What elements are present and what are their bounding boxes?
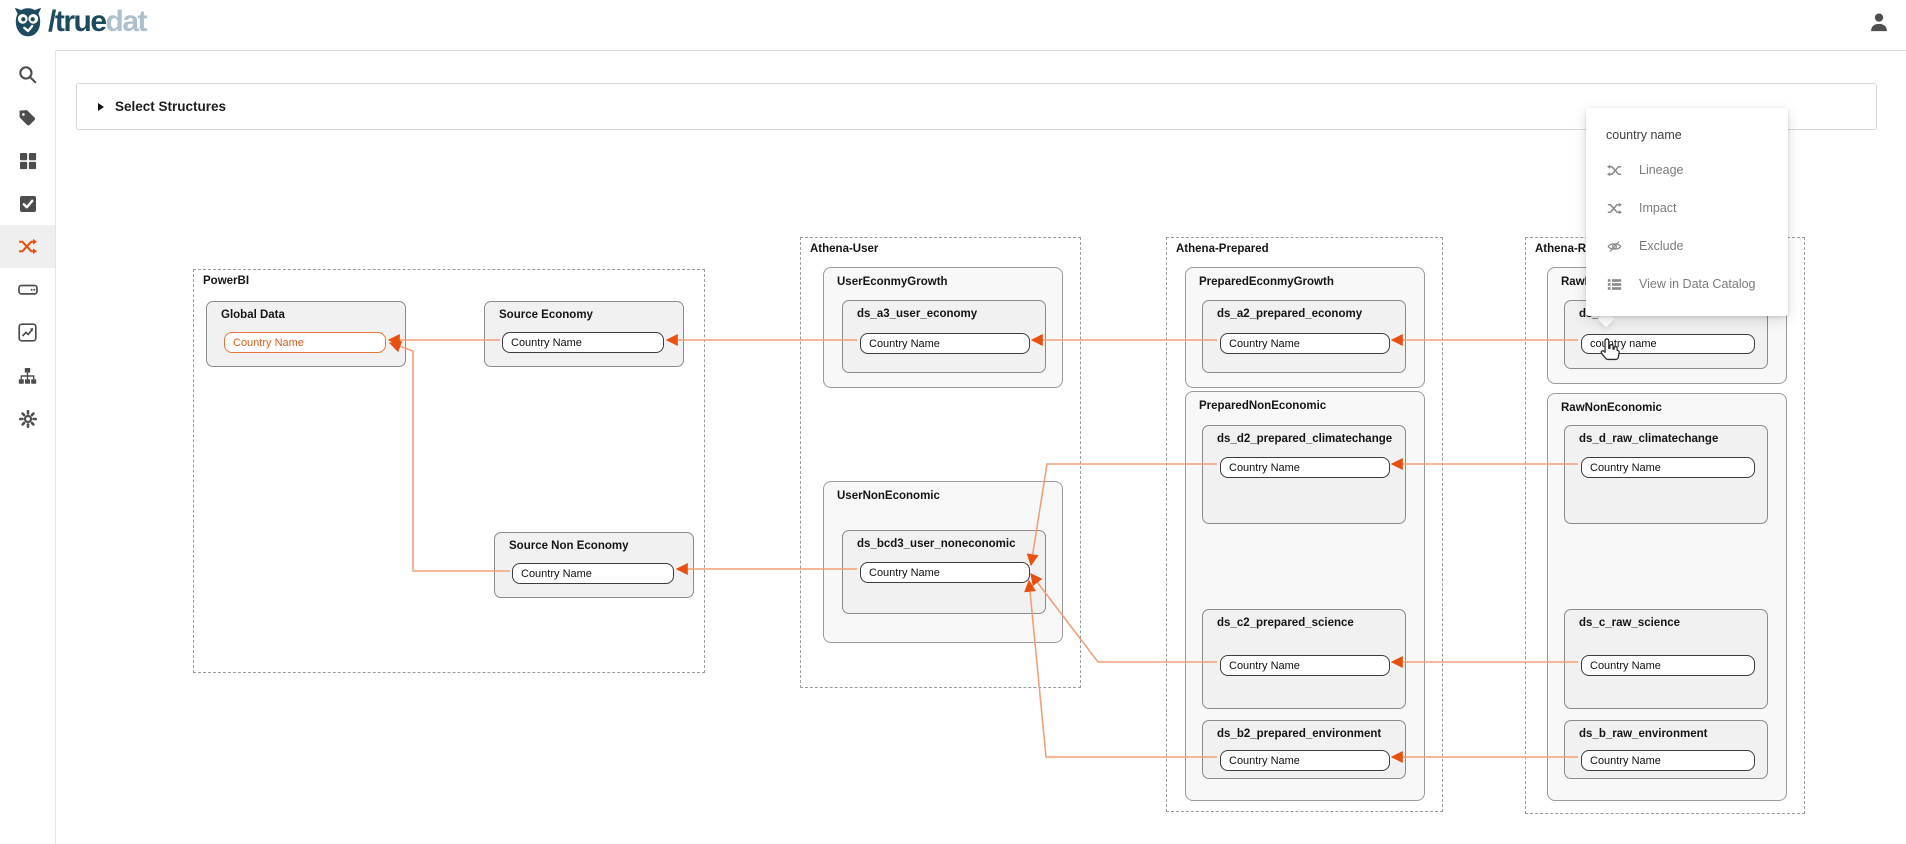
field-ds-a2-country-name[interactable]: Country Name xyxy=(1220,333,1390,354)
menu-item-label: Lineage xyxy=(1639,163,1684,177)
menu-item-lineage[interactable]: Lineage xyxy=(1586,151,1788,189)
container-title: PreparedNonEconomic xyxy=(1199,400,1327,412)
menu-item-view-in-data-catalog[interactable]: View in Data Catalog xyxy=(1586,265,1788,303)
tags-icon xyxy=(19,110,36,126)
field-ds-b-country-name[interactable]: Country Name xyxy=(1581,750,1755,771)
node-title: ds_d_raw_climatechange xyxy=(1579,433,1719,445)
node-ds-c2-prepared-science[interactable]: ds_c2_prepared_science Country Name xyxy=(1202,609,1406,709)
sitemap-icon xyxy=(18,367,37,384)
container-rawnoneconomic[interactable]: RawNonEconomic ds_d_raw_climatechange Co… xyxy=(1547,393,1787,801)
impact-icon xyxy=(1607,202,1622,214)
select-structures-panel[interactable]: Select Structures xyxy=(76,83,1877,130)
eye-off-icon xyxy=(1607,240,1622,252)
menu-item-label: Exclude xyxy=(1639,239,1684,253)
header-divider xyxy=(56,50,1906,51)
container-title: UserEconmyGrowth xyxy=(837,276,948,288)
check-square-icon xyxy=(19,195,36,212)
node-title: Source Economy xyxy=(499,309,593,321)
node-title: ds_a3_user_economy xyxy=(857,308,978,320)
search-icon xyxy=(19,66,37,84)
node-ds-bcd3-user-noneconomic[interactable]: ds_bcd3_user_noneconomic Country Name xyxy=(842,530,1046,614)
group-title: Athena-Prepared xyxy=(1176,243,1269,255)
container-title: PreparedEconmyGrowth xyxy=(1199,276,1334,288)
field-source-non-economy-country-name[interactable]: Country Name xyxy=(512,563,674,584)
sidebar-item-lineage[interactable] xyxy=(0,225,55,268)
lineage-icon xyxy=(1607,164,1622,176)
context-menu-title: country name xyxy=(1606,128,1682,142)
node-ds-a3-user-economy[interactable]: ds_a3_user_economy Country Name xyxy=(842,300,1046,373)
field-ds-c-country-name[interactable]: Country Name xyxy=(1581,655,1755,676)
grid-icon xyxy=(19,152,36,169)
node-title: ds_c2_prepared_science xyxy=(1217,617,1354,629)
gear-icon xyxy=(18,409,37,428)
container-preparednoneconomic[interactable]: PreparedNonEconomic ds_d2_prepared_clima… xyxy=(1185,391,1425,801)
node-title: ds_b2_prepared_environment xyxy=(1217,728,1382,740)
group-title: PowerBI xyxy=(203,275,250,287)
node-title: ds_a2_prepared_economy xyxy=(1217,308,1363,320)
node-ds-b-raw-environment[interactable]: ds_b_raw_environment Country Name xyxy=(1564,720,1768,779)
logo-text-primary: /true xyxy=(48,5,107,38)
node-ds-d2-prepared-climatechange[interactable]: ds_d2_prepared_climatechange Country Nam… xyxy=(1202,425,1406,524)
sidebar xyxy=(0,50,56,844)
container-preparedeconmygrowth[interactable]: PreparedEconmyGrowth ds_a2_prepared_econ… xyxy=(1185,267,1425,388)
container-usernoneconomic[interactable]: UserNonEconomic ds_bcd3_user_noneconomic… xyxy=(823,481,1063,643)
field-ds-d2-country-name[interactable]: Country Name xyxy=(1220,457,1390,478)
menu-item-impact[interactable]: Impact xyxy=(1586,189,1788,227)
user-icon[interactable] xyxy=(1868,11,1890,33)
node-global-data[interactable]: Global Data Country Name xyxy=(206,301,406,367)
node-title: ds_c_raw_science xyxy=(1579,617,1681,629)
group-title: Athena-Ra xyxy=(1535,243,1593,255)
sidebar-item-structures[interactable] xyxy=(0,268,55,311)
caret-right-icon xyxy=(98,102,104,111)
field-ds-a3-country-name[interactable]: Country Name xyxy=(860,333,1030,354)
menu-item-exclude[interactable]: Exclude xyxy=(1586,227,1788,265)
sidebar-item-settings[interactable] xyxy=(0,397,55,440)
node-title: ds_bcd3_user_noneconomic xyxy=(857,538,1016,550)
container-title: RawNonEconomic xyxy=(1561,402,1662,414)
sidebar-item-tags[interactable] xyxy=(0,96,55,139)
context-menu: country name Lineage Impact Exclude View… xyxy=(1586,108,1788,316)
node-source-non-economy[interactable]: Source Non Economy Country Name xyxy=(494,532,694,598)
sidebar-item-grid[interactable] xyxy=(0,139,55,182)
node-ds-a2-prepared-economy[interactable]: ds_a2_prepared_economy Country Name xyxy=(1202,300,1406,373)
node-ds-b2-prepared-environment[interactable]: ds_b2_prepared_environment Country Name xyxy=(1202,720,1406,779)
field-ds-b2-country-name[interactable]: Country Name xyxy=(1220,750,1390,771)
truedat-logo[interactable]: /truedat xyxy=(10,5,148,39)
group-athena-prepared[interactable]: Athena-Prepared PreparedEconmyGrowth ds_… xyxy=(1166,237,1443,812)
server-icon xyxy=(17,284,38,295)
menu-item-label: Impact xyxy=(1639,201,1677,215)
node-ds-c-raw-science[interactable]: ds_c_raw_science Country Name xyxy=(1564,609,1768,709)
owl-logo-icon xyxy=(14,7,42,37)
node-title: Source Non Economy xyxy=(509,540,629,552)
app-header: /truedat xyxy=(0,0,1906,50)
container-title: UserNonEconomic xyxy=(837,490,940,502)
field-global-data-country-name[interactable]: Country Name xyxy=(224,332,386,353)
select-structures-label: Select Structures xyxy=(115,99,227,114)
group-powerbi[interactable]: PowerBI Global Data Country Name Source … xyxy=(193,269,705,673)
chart-line-icon xyxy=(18,323,37,342)
shuffle-icon xyxy=(19,238,37,255)
logo-text-secondary: dat xyxy=(105,5,148,38)
field-ds-bcd3-country-name[interactable]: Country Name xyxy=(860,562,1030,583)
node-source-economy[interactable]: Source Economy Country Name xyxy=(484,301,684,367)
node-title: ds_d2_prepared_climatechange xyxy=(1217,433,1393,445)
sidebar-item-check-square[interactable] xyxy=(0,182,55,225)
field-ds-c2-country-name[interactable]: Country Name xyxy=(1220,655,1390,676)
field-source-economy-country-name[interactable]: Country Name xyxy=(502,332,664,353)
node-ds-d-raw-climatechange[interactable]: ds_d_raw_climatechange Country Name xyxy=(1564,425,1768,524)
menu-item-label: View in Data Catalog xyxy=(1639,277,1756,291)
group-athena-raw[interactable]: Athena-Ra RawEc ds_ country name RawNonE… xyxy=(1525,237,1805,814)
container-usereconmygrowth[interactable]: UserEconmyGrowth ds_a3_user_economy Coun… xyxy=(823,267,1063,388)
node-title: ds_b_raw_environment xyxy=(1579,728,1708,740)
field-raw-country-name[interactable]: country name xyxy=(1581,334,1755,354)
sidebar-item-charts[interactable] xyxy=(0,311,55,354)
list-icon xyxy=(1607,278,1622,290)
node-title: Global Data xyxy=(221,309,285,321)
group-title: Athena-User xyxy=(810,243,879,255)
field-ds-d-country-name[interactable]: Country Name xyxy=(1581,457,1755,478)
sidebar-item-hierarchy[interactable] xyxy=(0,354,55,397)
group-athena-user[interactable]: Athena-User UserEconmyGrowth ds_a3_user_… xyxy=(800,237,1081,688)
sidebar-item-search[interactable] xyxy=(0,53,55,96)
